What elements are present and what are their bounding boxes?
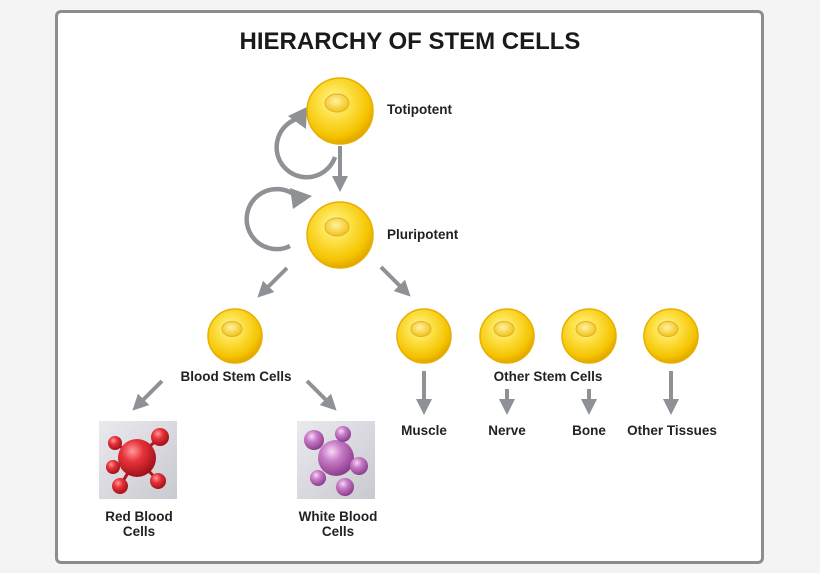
label-white-blood-cells-line2: Cells [322,524,354,539]
arrow-pluripotent-to-blood-stem [257,266,289,298]
label-white-blood-cells-line1: White Blood [299,509,378,524]
arrow-pluripotent-to-other-stem [379,265,411,297]
pluripotent-cell [306,201,374,269]
label-bone: Bone [572,423,606,438]
arrow-blood-to-white [305,379,337,411]
label-red-blood-cells-line2: Cells [123,524,155,539]
nerve-stem-cell [479,308,535,364]
label-other-stem-cells: Other Stem Cells [494,369,603,384]
label-muscle: Muscle [401,423,447,438]
bone-stem-cell [561,308,617,364]
arrow-blood-to-red [132,379,164,411]
red-blood-cells-image [99,421,177,499]
pluripotent-self-renewal-arrowhead [290,188,312,209]
label-red-blood-cells-line1: Red Blood [105,509,173,524]
blood-stem-cell [207,308,263,364]
label-pluripotent: Pluripotent [387,227,459,242]
white-blood-cells-image [297,421,375,499]
pluripotent-self-renewal-arrow [244,186,300,252]
label-blood-stem-cells: Blood Stem Cells [180,369,291,384]
page-title: HIERARCHY OF STEM CELLS [240,28,581,55]
other-tissues-stem-cell [643,308,699,364]
totipotent-self-renewal-arrowhead [288,107,307,129]
label-other-tissues: Other Tissues [627,423,717,438]
totipotent-cell [306,77,374,145]
label-nerve: Nerve [488,423,526,438]
muscle-stem-cell [396,308,452,364]
totipotent-self-renewal-arrow [274,115,338,180]
label-totipotent: Totipotent [387,102,452,117]
